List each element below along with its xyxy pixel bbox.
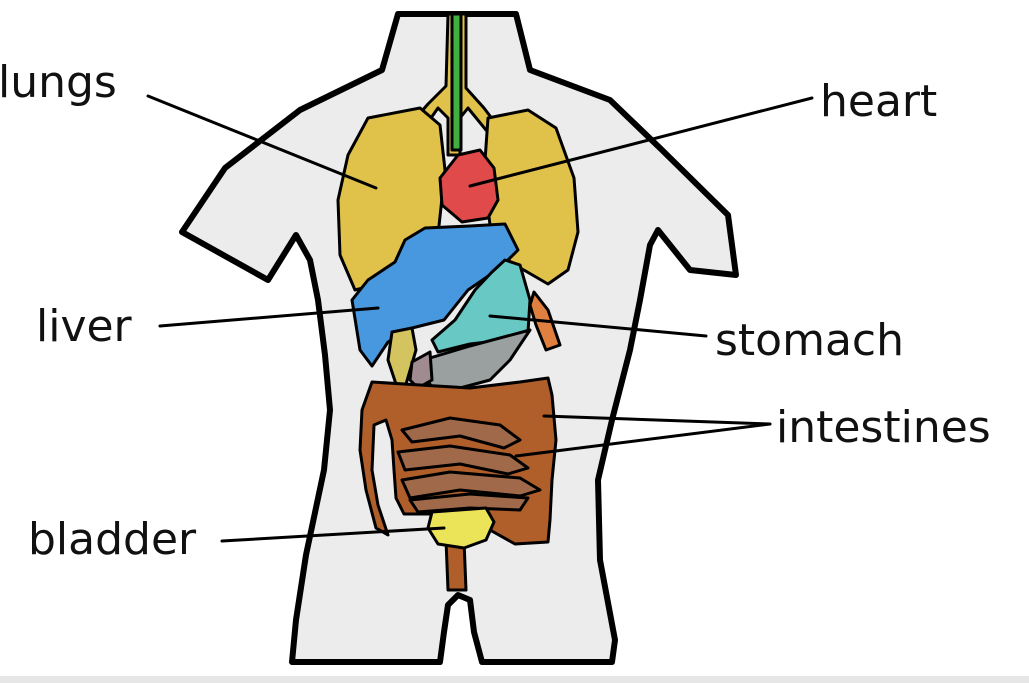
small-intestine-coil-1 bbox=[400, 416, 522, 450]
intestines-leader-1 bbox=[542, 414, 772, 426]
small-intestine-coil-4 bbox=[408, 492, 530, 514]
intestines-label: intestines bbox=[776, 402, 991, 453]
heart-leader bbox=[468, 96, 814, 188]
heart-label: heart bbox=[820, 76, 937, 127]
small-intestine-coil-3 bbox=[400, 470, 542, 500]
bladder bbox=[426, 506, 496, 550]
lungs-label: lungs bbox=[0, 57, 117, 108]
trachea-inner bbox=[450, 12, 463, 152]
stomach-label: stomach bbox=[715, 315, 904, 366]
lungs-leader bbox=[146, 94, 378, 190]
stomach bbox=[430, 258, 532, 354]
liver-label: liver bbox=[36, 301, 133, 352]
small-intestine-coil-2 bbox=[396, 444, 530, 476]
bladder-leader bbox=[220, 526, 446, 543]
liver-leader bbox=[158, 306, 380, 328]
stomach-leader bbox=[488, 314, 708, 338]
bottom-divider bbox=[0, 676, 1029, 683]
intestines-leader-2 bbox=[514, 422, 772, 458]
bladder-label: bladder bbox=[28, 514, 197, 565]
